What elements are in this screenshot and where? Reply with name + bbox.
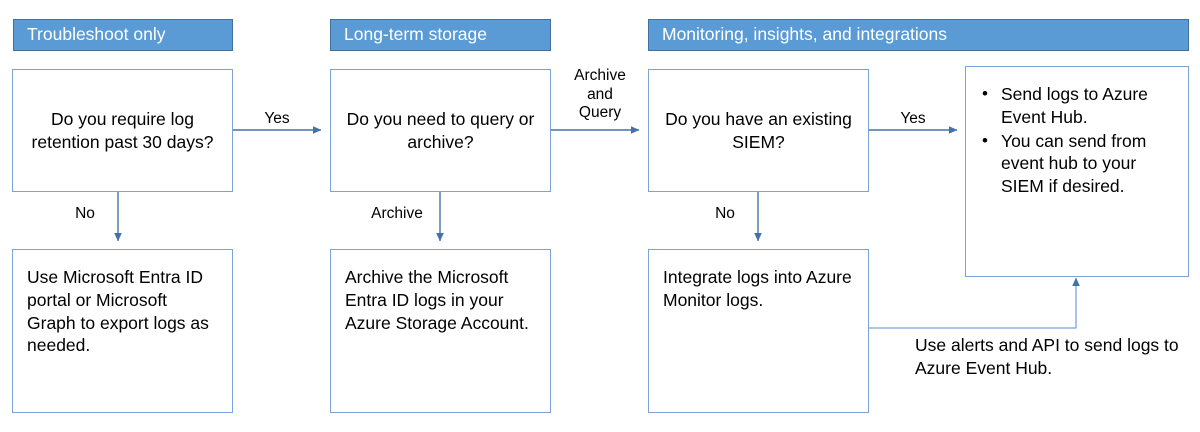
edge-label-siem-no: No bbox=[715, 205, 735, 222]
lane-header-label: Monitoring, insights, and integrations bbox=[662, 24, 948, 45]
node-a-azure-monitor-text: Integrate logs into Azure Monitor logs. bbox=[663, 267, 852, 310]
edge-label-monitor-eventhub: Use alerts and API to send logs to Azure… bbox=[915, 335, 1179, 378]
node-q-retention-text: Do you require log retention past 30 day… bbox=[31, 108, 214, 152]
lane-header-label: Long-term storage bbox=[344, 24, 487, 45]
node-q-retention[interactable]: Do you require log retention past 30 day… bbox=[12, 69, 233, 192]
node-a-portal-graph-text: Use Microsoft Entra ID portal or Microso… bbox=[27, 267, 209, 356]
edge-label-retention-no: No bbox=[75, 205, 95, 222]
node-q-query-archive-text: Do you need to query or archive? bbox=[346, 108, 535, 152]
lane-header-troubleshoot: Troubleshoot only bbox=[13, 19, 233, 51]
node-q-query-archive[interactable]: Do you need to query or archive? bbox=[330, 69, 551, 192]
lane-header-longterm: Long-term storage bbox=[330, 19, 551, 51]
node-a-archive-storage-text: Archive the Microsoft Entra ID logs in y… bbox=[345, 267, 529, 333]
node-a-azure-monitor[interactable]: Integrate logs into Azure Monitor logs. bbox=[648, 249, 869, 413]
edge-label-query-archive-and-query: Archive and Query bbox=[574, 67, 626, 122]
node-a-event-hub[interactable]: Send logs to Azure Event Hub. You can se… bbox=[965, 66, 1189, 277]
node-a-portal-graph[interactable]: Use Microsoft Entra ID portal or Microso… bbox=[12, 249, 233, 413]
edge-label-query-archive: Archive bbox=[371, 205, 423, 222]
event-hub-bullet-list: Send logs to Azure Event Hub. You can se… bbox=[980, 83, 1174, 198]
edge-label-siem-yes: Yes bbox=[900, 110, 926, 127]
connector-monitor-eventhub bbox=[868, 277, 1080, 329]
node-q-existing-siem-text: Do you have an existing SIEM? bbox=[665, 108, 852, 152]
lane-header-label: Troubleshoot only bbox=[27, 24, 166, 45]
list-item: Send logs to Azure Event Hub. bbox=[982, 83, 1174, 129]
list-item: You can send from event hub to your SIEM… bbox=[982, 130, 1174, 198]
lane-header-monitoring: Monitoring, insights, and integrations bbox=[648, 19, 1189, 51]
edge-label-retention-yes: Yes bbox=[264, 110, 290, 127]
node-a-archive-storage[interactable]: Archive the Microsoft Entra ID logs in y… bbox=[330, 249, 551, 413]
node-q-existing-siem[interactable]: Do you have an existing SIEM? bbox=[648, 69, 869, 192]
